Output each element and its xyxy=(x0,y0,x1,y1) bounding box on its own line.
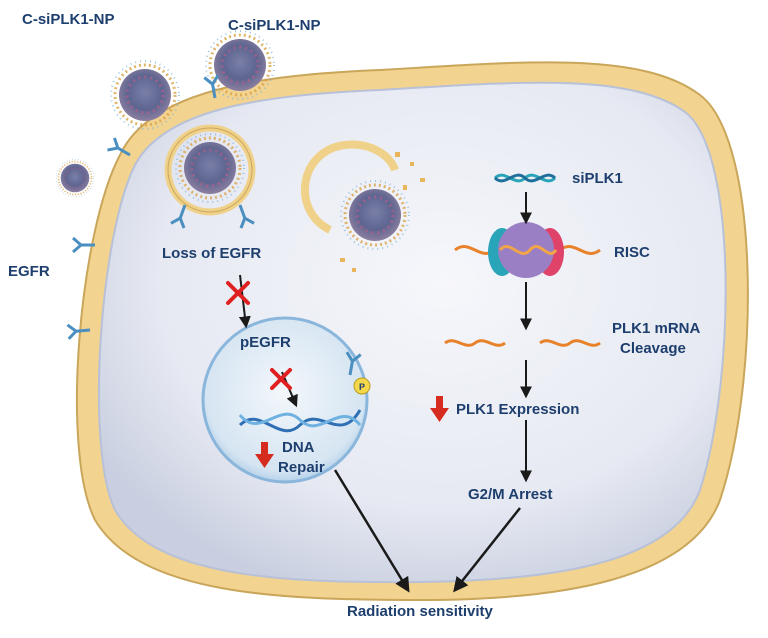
inhibition-cross-icon xyxy=(270,368,292,390)
phosphate-label: P xyxy=(359,382,365,392)
broken-endosome xyxy=(301,140,399,234)
phosphate-badge-icon xyxy=(353,377,371,395)
inhibition-cross-icon xyxy=(226,281,250,305)
down-arrow-icon xyxy=(255,442,274,468)
released-fragments xyxy=(340,152,425,272)
label-pegfr: pEGFR xyxy=(240,334,291,351)
label-g2m-arrest: G2/M Arrest xyxy=(468,486,552,503)
label-cleavage: Cleavage xyxy=(620,340,686,357)
risc-complex-icon xyxy=(454,222,601,278)
label-risc: RISC xyxy=(614,244,650,261)
label-radiation-sensitivity: Radiation sensitivity xyxy=(347,603,494,620)
dna-helix-icon xyxy=(238,409,362,433)
label-siplk1: siPLK1 xyxy=(572,170,623,187)
siplk1-duplex-icon xyxy=(493,173,557,183)
arrow-dna-to-radiation xyxy=(333,469,410,593)
down-arrow-icon xyxy=(430,396,449,422)
label-np-right: C-siPLK1-NP xyxy=(228,17,321,34)
label-np-left: C-siPLK1-NP xyxy=(22,11,115,28)
mrna-cleavage-icon xyxy=(444,339,601,347)
label-egfr: EGFR xyxy=(8,263,50,280)
label-mrna: PLK1 mRNA xyxy=(612,320,701,337)
nanoparticle-icon xyxy=(55,158,95,198)
label-dna: DNA xyxy=(282,439,315,456)
label-repair: Repair xyxy=(278,459,325,476)
nucleus xyxy=(201,316,369,484)
arrow-arrest-to-radiation xyxy=(453,507,521,593)
label-loss-of-egfr: Loss of EGFR xyxy=(162,245,261,262)
label-plk1-expression: PLK1 Expression xyxy=(456,401,579,418)
